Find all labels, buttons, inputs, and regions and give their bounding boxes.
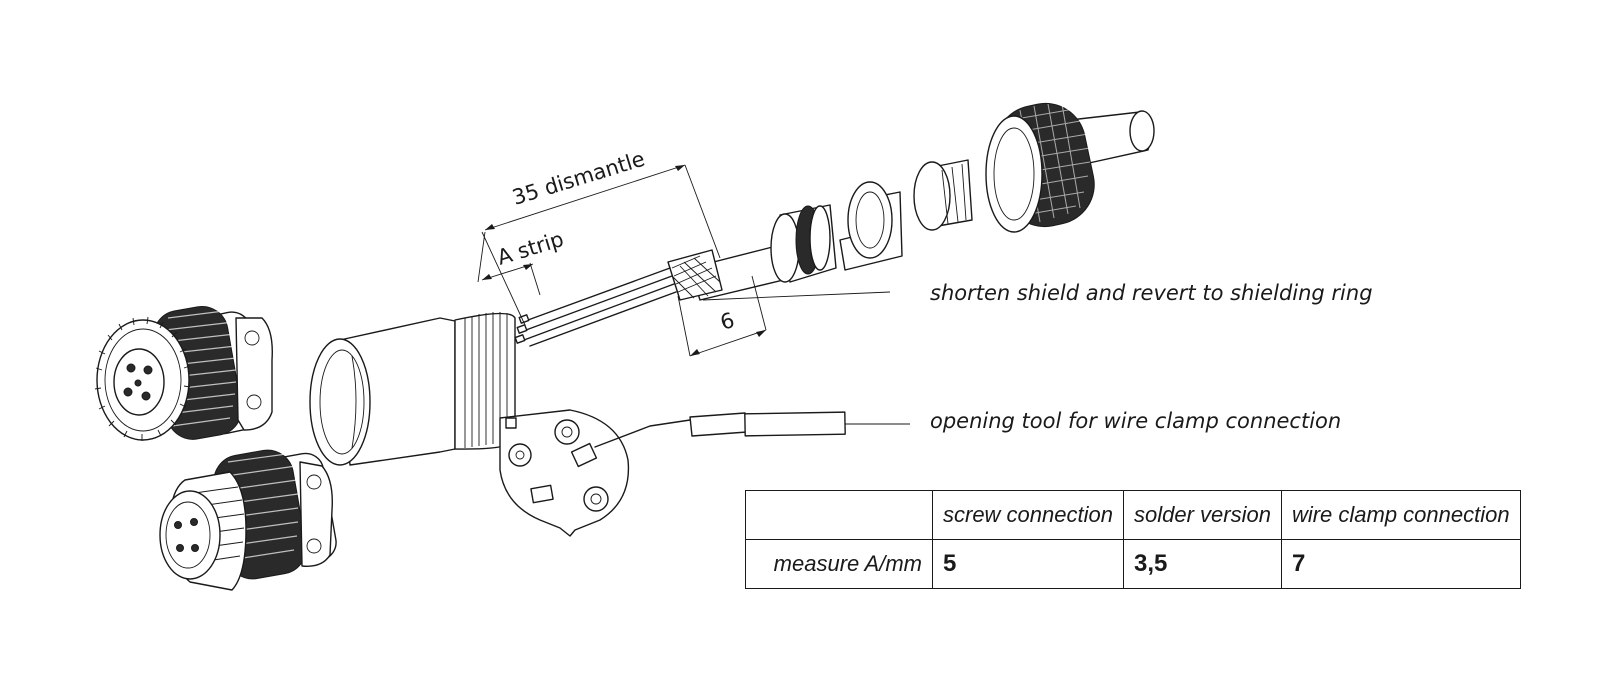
value-solder-version: 3,5 — [1122, 539, 1282, 589]
cable-with-wires — [514, 239, 801, 347]
shield-length-dimension: 6 — [717, 308, 737, 335]
row-label-measure: measure A/mm — [745, 539, 933, 589]
header-solder-version: solder version — [1122, 490, 1282, 540]
header-screw-connection: screw connection — [932, 490, 1124, 540]
tool-callout: opening tool for wire clamp connection — [930, 409, 1341, 433]
pressure-nut — [985, 102, 1155, 233]
table-row: measure A/mm 5 3,5 7 — [745, 539, 1521, 589]
male-connector-insert — [159, 449, 337, 591]
value-screw-connection: 5 — [932, 539, 1124, 589]
strip-length-table: screw connection solder version wire cla… — [745, 490, 1521, 589]
dimension-lines — [477, 164, 910, 425]
female-connector-insert — [94, 306, 273, 441]
table-corner-cell — [745, 490, 933, 540]
header-wire-clamp-connection: wire clamp connection — [1280, 490, 1521, 540]
shield-callout: shorten shield and revert to shielding r… — [930, 281, 1373, 305]
dismantle-dimension: 35 dismantle — [509, 147, 647, 210]
value-wire-clamp-connection: 7 — [1280, 539, 1521, 589]
seal-and-clamp-parts — [770, 159, 973, 283]
table-header-row: screw connection solder version wire cla… — [745, 490, 1521, 540]
wire-clamp-insert-detail — [499, 409, 846, 537]
connector-housing — [309, 312, 516, 466]
